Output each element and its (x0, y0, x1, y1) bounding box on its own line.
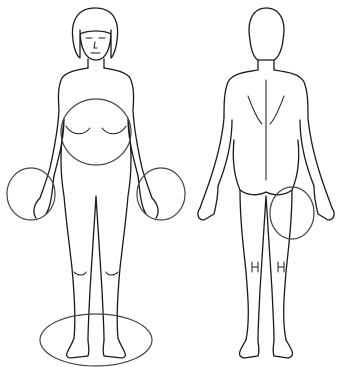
front-legs (61, 120, 131, 340)
front-feet (67, 338, 126, 358)
back-head (249, 8, 284, 60)
front-view (7, 8, 185, 366)
back-view (198, 8, 334, 358)
back-neck (258, 60, 274, 70)
front-body-outline (40, 68, 152, 198)
front-nose (94, 42, 97, 48)
zone-feet (40, 314, 152, 366)
front-knees (74, 272, 118, 275)
front-face (80, 30, 111, 60)
back-knee-marks (252, 262, 284, 272)
front-chest (66, 126, 126, 134)
zone-left-hand (137, 168, 185, 220)
zone-right-hand (7, 168, 55, 220)
back-feet (240, 340, 293, 358)
